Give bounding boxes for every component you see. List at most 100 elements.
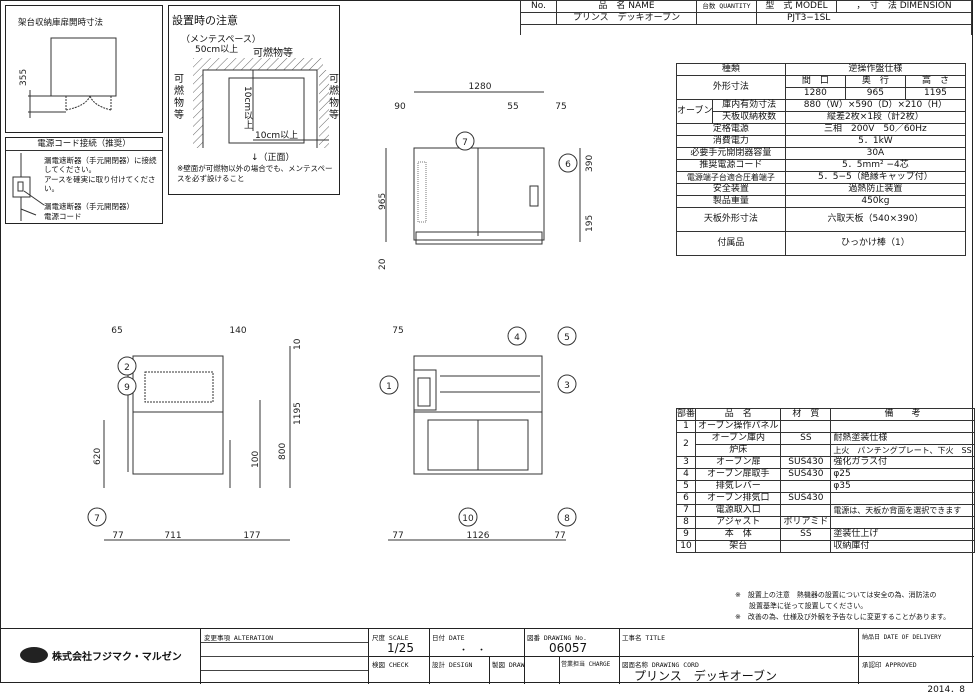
dim-side-a: 65 xyxy=(111,326,122,336)
part-name: オーブン扉取手 xyxy=(695,468,782,481)
spec-label: 定格電源 xyxy=(676,123,786,136)
part-no: 5 xyxy=(675,480,697,493)
part-material: SS xyxy=(780,432,832,445)
storage-dim: 355 xyxy=(19,69,29,86)
power-title: 電源コード接続（推奨） xyxy=(6,138,162,151)
company-logo: 株式会社フジマク・マルゼン xyxy=(20,647,182,663)
part-material: SUS430 xyxy=(780,456,832,469)
spec-label: 外形寸法 xyxy=(676,75,786,100)
spec-label: 種類 xyxy=(676,63,786,76)
cord-value: プリンス デッキオーブン xyxy=(634,669,778,683)
dim-side-e: 800 xyxy=(278,443,288,460)
min10h-label: 10cm以上 xyxy=(255,131,299,141)
dim-top-e: 390 xyxy=(585,155,595,172)
dim-top-d: 965 xyxy=(378,193,388,210)
dim-side-j: 177 xyxy=(243,531,260,541)
part-name: アジャスト xyxy=(695,516,782,529)
spec-label: 高 さ xyxy=(904,75,967,88)
part-material xyxy=(780,480,832,493)
spec-label: 庫内有効寸法 xyxy=(712,99,786,112)
front-label: ↓（正面） xyxy=(251,153,295,163)
part-note: 上火 パンチングプレート、下火 SS xyxy=(830,444,975,457)
install-title: 設置時の注意 xyxy=(172,14,238,27)
dim-top-c: 75 xyxy=(555,102,566,112)
part-name: オーブン操作パネル xyxy=(695,420,782,433)
callout-7b: 7 xyxy=(94,514,100,524)
part-no: 1 xyxy=(675,420,697,433)
drawing-no-value: 06057 xyxy=(549,641,588,655)
part-no: 2 xyxy=(675,432,697,457)
part-note xyxy=(830,492,975,505)
drawing-no-label: 図番 DRAWING No. xyxy=(527,634,587,642)
storage-door-box: 架台収納庫扉開時寸法 355 xyxy=(5,5,163,133)
dim-side-h: 77 xyxy=(112,531,123,541)
flammable-right: 可燃物等 xyxy=(329,74,339,121)
callout-6: 6 xyxy=(565,160,571,170)
dim-front-d: 77 xyxy=(554,531,565,541)
spec-label: 間 口 xyxy=(784,75,846,88)
spec-label: 電源端子台適合圧着端子 xyxy=(676,171,786,184)
model-label: 型 式 MODEL xyxy=(756,0,837,13)
spec-label: オーブン xyxy=(675,99,714,124)
company-name: 株式会社フジマク・マルゼン xyxy=(52,651,182,663)
approved-label: 承認印 APPROVED xyxy=(862,661,917,669)
install-notes-box: 設置時の注意 （メンテスペース） 50cm以上 可燃物等 可燃物等 可燃物等 1… xyxy=(168,5,340,195)
callout-10: 10 xyxy=(462,514,474,524)
design-label: 設計 DESIGN xyxy=(432,661,473,669)
cord-label: 図面名称 DRAWING CORD xyxy=(622,661,699,669)
callout-3: 3 xyxy=(564,381,570,391)
part-note xyxy=(830,516,975,529)
qty-label: 台数 QUANTITY xyxy=(696,0,757,13)
top-view-outline xyxy=(413,147,545,241)
spec-label: 消費電力 xyxy=(676,135,786,148)
dim-side-b: 140 xyxy=(229,326,246,336)
front-view-oven xyxy=(413,355,543,413)
dim-side-g: 100 xyxy=(251,451,261,468)
dim-side-f: 620 xyxy=(93,448,103,465)
date-value: ・ ・ xyxy=(459,646,487,656)
spec-label: 製品重量 xyxy=(676,195,786,208)
spec-label: 付属品 xyxy=(676,231,786,256)
dim-top-g: 20 xyxy=(378,258,388,270)
dim-side-i: 711 xyxy=(164,531,181,541)
spec-label: 必要手元開閉器容量 xyxy=(676,147,786,160)
part-no: 4 xyxy=(675,468,697,481)
dim-front-b: 77 xyxy=(392,531,403,541)
part-material: SUS430 xyxy=(780,492,832,505)
spec-value: 5．5mm² −4芯 xyxy=(784,159,967,172)
part-no: 3 xyxy=(675,456,697,469)
spec-label: 天板外形寸法 xyxy=(676,207,786,232)
part-note: 強化ガラス付 xyxy=(830,456,975,469)
part-material xyxy=(780,444,832,457)
part-no: 8 xyxy=(675,516,697,529)
footer-date: 2014．8 xyxy=(927,685,965,695)
min10v-label: 10cm以上 xyxy=(242,86,252,130)
dim-front-a: 75 xyxy=(392,326,403,336)
spec-value: 30A xyxy=(784,147,967,160)
spec-value: 5．1kW xyxy=(784,135,967,148)
part-note: φ25 xyxy=(830,468,975,481)
check-label: 検図 CHECK xyxy=(372,661,409,669)
storage-title: 架台収納庫扉開時寸法 xyxy=(18,18,104,28)
charge-label: 営業担当 CHARGE xyxy=(561,661,611,668)
part-note xyxy=(830,420,975,433)
title-label: 工事名 TITLE xyxy=(622,634,665,642)
note-line: ※ 設置上の注意 熱機器の設置については安全の為、消防法の xyxy=(735,591,937,599)
dim-side-c: 10 xyxy=(293,338,303,350)
power-text1: 漏電遮断器（手元開閉器）に接続してください。 xyxy=(44,156,157,174)
dim-top-f: 195 xyxy=(585,215,595,232)
part-name: 排気レバー xyxy=(695,480,782,493)
part-note: 収納庫付 xyxy=(830,540,975,553)
part-material: SS xyxy=(780,528,832,541)
part-name: 炉床 xyxy=(695,444,782,457)
spec-label: 奥 行 xyxy=(844,75,906,88)
dim-top-w: 1280 xyxy=(469,82,492,92)
callout-2: 2 xyxy=(124,363,130,373)
spec-value: 過熱防止装置 xyxy=(784,183,967,196)
